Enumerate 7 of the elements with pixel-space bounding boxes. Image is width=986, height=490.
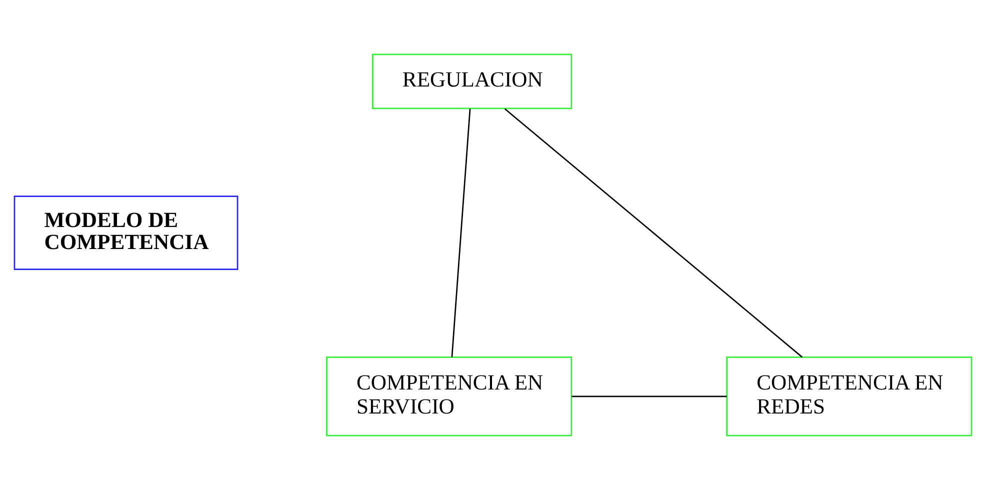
node-box: REGULACION bbox=[372, 54, 572, 110]
connector bbox=[504, 108, 803, 358]
connector bbox=[451, 108, 471, 358]
node-box: MODELO DE COMPETENCIA bbox=[14, 196, 238, 270]
node-box: COMPETENCIA EN REDES bbox=[726, 356, 972, 436]
node-box: COMPETENCIA EN SERVICIO bbox=[326, 356, 572, 436]
connector bbox=[572, 396, 727, 398]
